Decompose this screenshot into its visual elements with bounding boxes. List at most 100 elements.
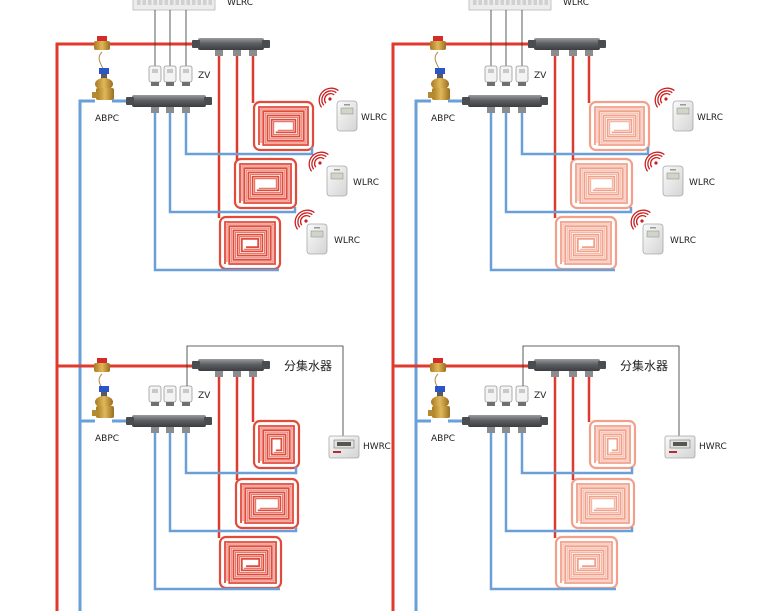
return-manifold [126,95,212,107]
thermostat-display [676,107,690,115]
actuator-window [167,69,173,73]
manifold-endcap [528,361,536,369]
actuator-window [519,389,525,393]
loop-coil-inner [226,543,275,582]
loop-return-pipe [153,113,279,272]
actuator-base [518,402,526,406]
wlrc-label: WLRC [334,236,360,246]
loop-frame [588,419,637,470]
loop-return-pipe [168,433,298,533]
valve-body [430,41,446,50]
floor-loop [252,100,315,152]
manifold-endcap [528,40,536,48]
thermostat-logo [669,451,677,453]
thermostat-logo [334,169,340,171]
thermostat-display [340,107,354,115]
supply-manifold [528,359,606,371]
controller-terminal [528,0,532,5]
actuator-base [182,402,190,406]
actuator-body [179,385,193,403]
valve-body [94,363,110,372]
signal-arc [299,214,311,226]
outlet-fitting [233,371,241,377]
abpc-label: ABPC [431,114,455,124]
actuator-body [148,65,162,83]
thermostat-display [330,172,344,180]
manifold-body [198,359,264,371]
floor-loop [218,215,282,271]
valve-body [94,41,110,50]
controller-terminal [197,0,201,5]
thermostat-logo [680,104,686,106]
thermostat-logo [670,169,676,171]
valve-diaphragm [431,396,449,408]
actuator-icon [179,385,193,406]
controller-terminal [164,0,168,5]
valve-cap [435,68,445,74]
manifold-body [132,415,206,427]
controller-terminal [489,0,493,5]
loop-frame [569,157,634,210]
outlet-fitting [249,50,257,56]
loop-return-pipe [504,113,633,214]
signal-arc [649,156,661,168]
actuator-base [518,82,526,86]
floor-loop [233,157,298,210]
signal-arc [311,154,327,170]
actuator-body [484,385,498,403]
room-thermostat-icon [642,223,664,255]
valve-cap [435,386,445,392]
outlet-fitting [151,107,159,113]
controller-terminal [192,0,196,5]
partner-valve [94,358,110,372]
floor-loop [570,477,636,530]
actuator-base [487,82,495,86]
loop-coil-inner [226,223,274,263]
valve-stem [101,74,107,80]
manifold-endcap [126,417,134,425]
control-wire [186,345,344,436]
valve-handle [433,36,443,41]
actuator-window [152,389,158,393]
loop-coil [258,106,309,146]
controller-terminal [159,0,163,5]
pressure-valve-icon [428,386,450,418]
outlet-fitting [551,371,559,377]
loop-frame [233,157,298,210]
valve-handle [433,358,443,363]
controller-terminal [495,0,499,5]
actuator-window [183,389,189,393]
actuator-base [151,402,159,406]
manifold-endcap [192,40,200,48]
signal-arc [294,209,315,230]
loop-coil-inner [260,427,293,462]
wireless-signal-icon [630,209,651,230]
controller-terminal [522,0,526,5]
actuator-window [503,389,509,393]
loop-coil [240,483,294,524]
loop-coil [575,163,628,204]
manifold-label: 分集水器 [284,358,332,373]
manifold-endcap [462,97,470,105]
floor-loop [218,535,283,590]
manifold-endcap [262,361,270,369]
controller-terminal [517,0,521,5]
manifold-label: 分集水器 [620,358,668,373]
outlet-fitting [215,50,223,56]
zv-label: ZV [198,71,211,81]
controller-terminal [208,0,212,5]
return-manifold [126,415,212,427]
valve-body [430,363,446,372]
loop-return-pipe [153,433,280,591]
outlet-fitting [151,427,159,433]
signal-arc [654,87,675,108]
actuator-window [183,69,189,73]
supply-manifold [528,38,606,50]
hwrc-label: HWRC [363,442,391,452]
floor-loop [234,477,300,530]
valve-body [96,406,114,418]
controller-terminal [533,0,537,5]
